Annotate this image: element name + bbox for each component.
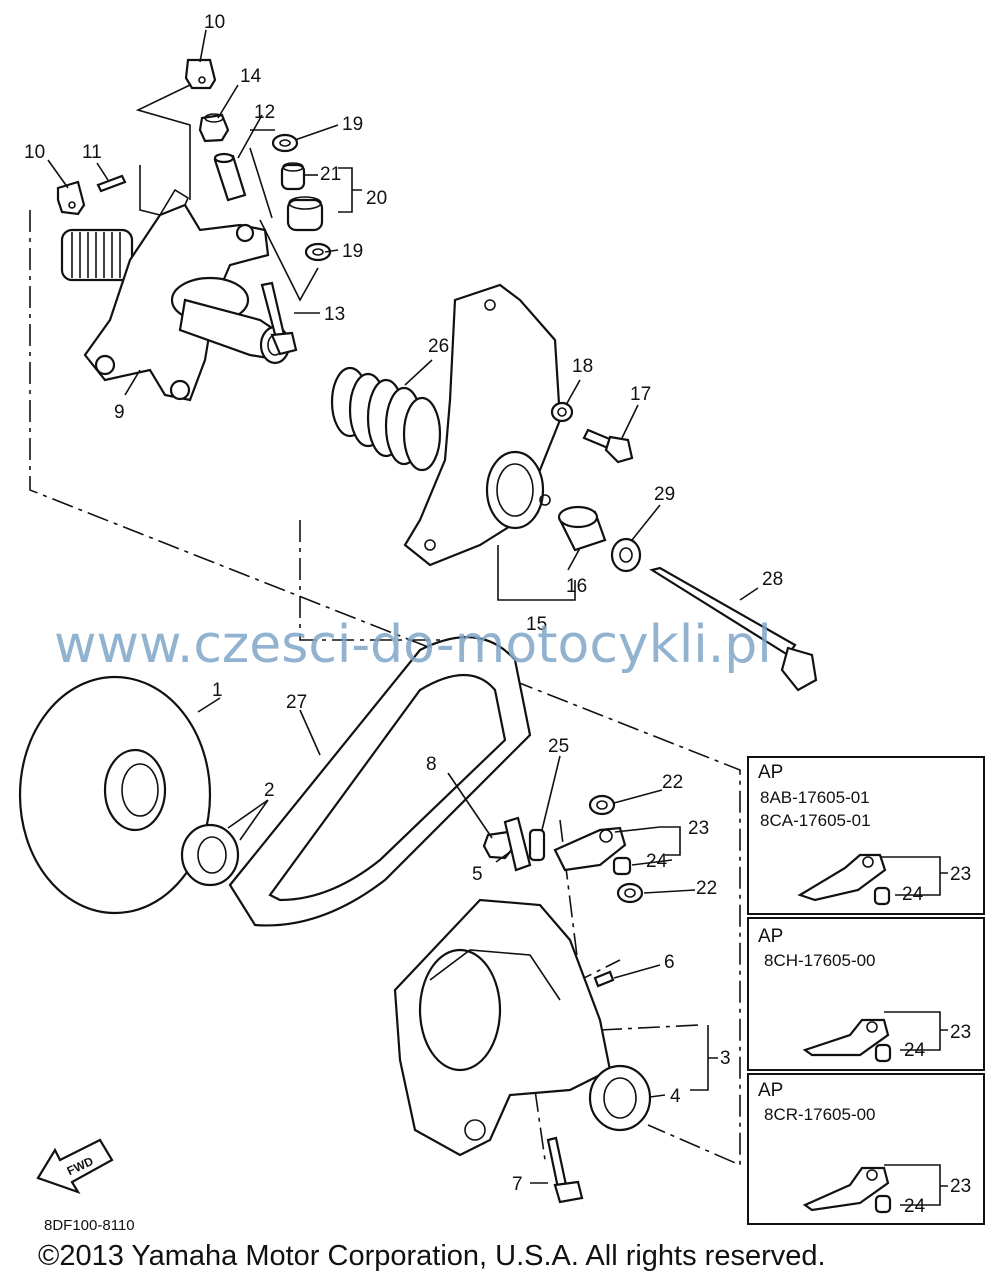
cap-15 <box>403 283 562 567</box>
collar-5 <box>503 816 532 872</box>
label-21: 21 <box>320 164 341 185</box>
label-2: 2 <box>264 780 275 801</box>
label-14: 14 <box>240 66 262 87</box>
label-22-top: 22 <box>662 772 683 793</box>
label-20: 20 <box>366 188 387 209</box>
fixed-sheave-1 <box>18 675 212 915</box>
bolt-13 <box>260 281 298 356</box>
ap-box-2-label-24: 24 <box>904 1040 926 1061</box>
movable-sheave-3 <box>393 898 612 1157</box>
callout-bracket-15 <box>497 545 576 601</box>
ap-box-3-title: AP <box>758 1080 783 1101</box>
label-5: 5 <box>472 864 483 885</box>
washer-18 <box>550 401 574 423</box>
ap-box-3: AP 8CR-17605-00 23 24 <box>747 1073 985 1225</box>
drive-belt-27 <box>228 636 532 927</box>
label-26: 26 <box>428 336 449 357</box>
label-10-top: 10 <box>204 12 225 33</box>
label-13: 13 <box>324 304 345 325</box>
part-number-labels: 10 14 12 19 21 20 19 13 10 11 9 26 18 17… <box>24 12 783 1195</box>
bushing-4 <box>588 1064 652 1132</box>
pin-11 <box>96 174 127 193</box>
watermark-url: www.czesci-do-motocykli.pl <box>54 615 772 675</box>
bolt-17 <box>582 428 634 464</box>
label-6: 6 <box>664 952 675 973</box>
copyright-notice: ©2013 Yamaha Motor Corporation, U.S.A. A… <box>38 1240 826 1272</box>
label-12: 12 <box>254 102 275 123</box>
label-16: 16 <box>566 576 587 597</box>
ap-box-3-part-number-1: 8CR-17605-00 <box>764 1105 876 1124</box>
label-19-bottom: 19 <box>342 241 363 262</box>
ap-box-2-title: AP <box>758 926 783 947</box>
ap-box-1-title: AP <box>758 762 783 783</box>
ap-box-1-part-number-1: 8AB-17605-01 <box>760 788 870 807</box>
label-10-left: 10 <box>24 142 45 163</box>
label-27: 27 <box>286 692 307 713</box>
washer-19-top <box>271 133 299 153</box>
leader-lines <box>47 29 759 1184</box>
label-7: 7 <box>512 1174 523 1195</box>
label-1: 1 <box>212 680 223 701</box>
label-24: 24 <box>646 851 668 872</box>
collar-24 <box>612 856 632 876</box>
label-4: 4 <box>670 1086 681 1107</box>
bolt-7 <box>546 1136 584 1204</box>
label-8: 8 <box>426 754 437 775</box>
ap-box-2: AP 8CH-17605-00 23 24 <box>747 917 985 1071</box>
ap-box-1-label-23: 23 <box>950 864 971 885</box>
weight-10-top <box>184 58 217 90</box>
washer-22-top <box>588 794 616 816</box>
ap-box-2-part-number-1: 8CH-17605-00 <box>764 951 876 970</box>
washer-22-bottom <box>616 882 644 904</box>
label-29: 29 <box>654 484 675 505</box>
bushing-2 <box>180 823 240 887</box>
ap-box-3-label-23: 23 <box>950 1176 971 1197</box>
washer-29 <box>610 537 642 573</box>
label-19-top: 19 <box>342 114 363 135</box>
ap-box-1: AP 8AB-17605-01 8CA-17605-01 23 24 <box>747 756 985 915</box>
weight-23 <box>553 826 627 872</box>
ap-box-1-label-24: 24 <box>902 884 924 905</box>
weight-10-left <box>56 180 86 216</box>
label-25: 25 <box>548 736 569 757</box>
label-17: 17 <box>630 384 651 405</box>
label-23: 23 <box>688 818 709 839</box>
bushing-20 <box>286 196 324 232</box>
label-11: 11 <box>82 142 102 163</box>
nut-14 <box>198 113 230 143</box>
label-15: 15 <box>526 614 547 635</box>
label-28: 28 <box>762 569 783 590</box>
spring-26 <box>330 366 442 472</box>
bushing-16 <box>557 505 607 552</box>
ap-box-3-label-24: 24 <box>904 1196 926 1217</box>
pin-25 <box>528 828 546 862</box>
screw-6 <box>593 970 615 988</box>
collar-21 <box>280 162 306 191</box>
ap-box-2-label-23: 23 <box>950 1022 971 1043</box>
collar-12 <box>213 152 247 202</box>
label-18: 18 <box>572 356 593 377</box>
diagram-code: 8DF100-8110 <box>44 1217 135 1234</box>
label-9: 9 <box>114 402 125 423</box>
bolt-28 <box>649 566 818 692</box>
label-3: 3 <box>720 1048 731 1069</box>
forward-direction-arrow: FWD <box>36 1138 114 1195</box>
spider-shaft-assembly <box>60 188 292 402</box>
label-22-bottom: 22 <box>696 878 717 899</box>
ap-box-1-part-number-2: 8CA-17605-01 <box>760 811 871 830</box>
